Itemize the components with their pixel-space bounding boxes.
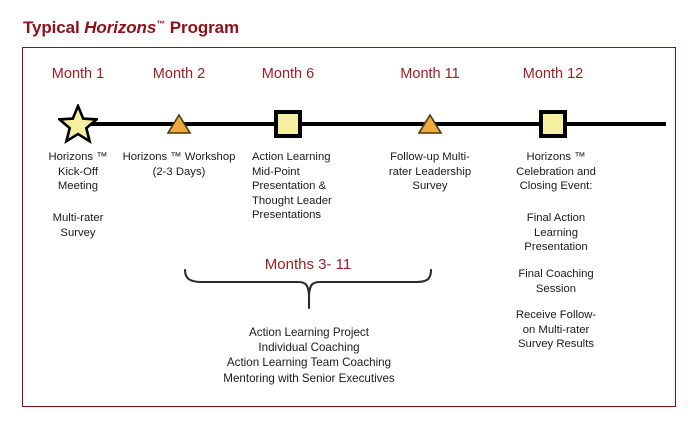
milestone-5-description-3: Final Coaching Session bbox=[518, 268, 594, 295]
timeline-axis bbox=[70, 122, 666, 126]
brace-range-label: Months 3- 11 bbox=[264, 256, 352, 273]
title-lead: Typical bbox=[23, 18, 85, 37]
square-marker-month-12 bbox=[538, 109, 568, 139]
trademark-symbol: ™ bbox=[156, 19, 166, 29]
brace-activities-list: Action Learning Project Individual Coach… bbox=[223, 326, 395, 385]
triangle-marker-month-11 bbox=[417, 112, 443, 136]
milestone-4-description: Follow-up Multi- rater Leadership Survey bbox=[388, 151, 472, 193]
triangle-marker-month-2 bbox=[166, 112, 192, 136]
month-label-3: Month 6 bbox=[261, 66, 315, 82]
milestone-2-description: Horizons ™ Workshop (2-3 Days) bbox=[122, 151, 236, 178]
milestone-1-description: Horizons ™ Kick-Off Meeting bbox=[48, 151, 108, 193]
milestone-3-description: Action Learning Mid-Point Presentation &… bbox=[252, 151, 332, 222]
milestone-1-description-2: Multi-rater Survey bbox=[52, 212, 104, 239]
page-title: Typical Horizons™ Program bbox=[23, 18, 239, 38]
curly-brace-icon bbox=[182, 268, 434, 317]
title-brand: Horizons bbox=[84, 18, 157, 37]
title-tail: Program bbox=[165, 18, 240, 37]
milestone-5-description: Horizons ™ Celebration and Closing Event… bbox=[516, 151, 596, 193]
month-label-2: Month 2 bbox=[152, 66, 206, 82]
month-label-5: Month 12 bbox=[522, 66, 584, 82]
month-label-4: Month 11 bbox=[400, 66, 460, 82]
milestone-5-description-4: Receive Follow- on Multi-rater Survey Re… bbox=[515, 309, 597, 351]
star-marker bbox=[58, 104, 98, 144]
diagram-frame bbox=[22, 47, 676, 407]
month-label-1: Month 1 bbox=[51, 66, 105, 82]
square-marker-month-6 bbox=[273, 109, 303, 139]
milestone-5-description-2: Final Action Learning Presentation bbox=[524, 212, 588, 254]
